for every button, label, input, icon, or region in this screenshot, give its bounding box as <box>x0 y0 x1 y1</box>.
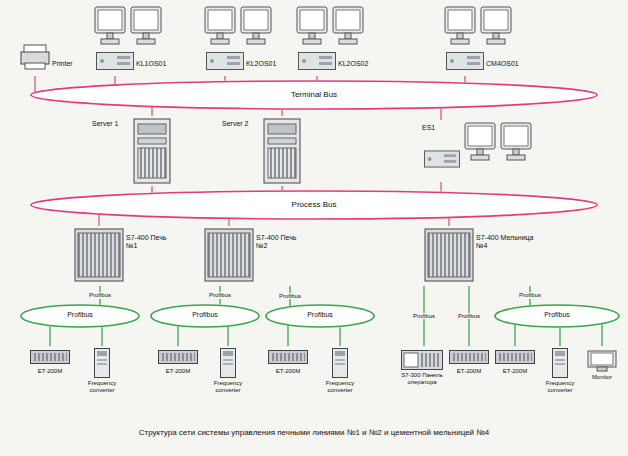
ellipse-outline <box>31 81 597 109</box>
server-node: Server 1 <box>92 116 174 186</box>
node-label: Profibus <box>494 311 620 319</box>
node-label: Monitor <box>584 374 620 381</box>
node-label: Server 2 <box>222 120 262 128</box>
frequency-converter: Frequency converter <box>80 346 124 396</box>
node-label: Profibus <box>265 311 375 319</box>
ellipse-outline <box>21 305 139 327</box>
edge-label: Profibus <box>208 292 232 299</box>
node-label: Frequency converter <box>80 380 124 394</box>
node-label: ES1 <box>422 124 452 132</box>
edge-label: Profibus <box>518 292 542 299</box>
network-link <box>464 76 465 82</box>
profibus-segment: Profibus <box>494 304 620 328</box>
workstation-node: CM4OS01 <box>440 4 524 76</box>
node-label: Terminal Bus <box>30 90 598 99</box>
ellipse-outline <box>495 305 619 327</box>
caption-text: Структура сети системы управления печным… <box>0 428 628 437</box>
node-label: ET-200M <box>28 368 72 375</box>
network-link <box>440 182 441 192</box>
ellipse-outline <box>151 305 259 327</box>
network-link <box>601 324 602 346</box>
network-link <box>34 76 35 92</box>
frequency-converter: Frequency converter <box>318 346 362 396</box>
node-label: ET-200M <box>494 368 536 375</box>
workstation-node: KL1OS01 <box>90 4 174 76</box>
node-label: S7-400 Мельница №4 <box>476 234 538 250</box>
edge-label: Profibus <box>457 313 481 320</box>
network-link <box>339 327 340 346</box>
workstation-node: KL2OS01 <box>200 4 284 76</box>
io-module: ET-200M <box>156 346 200 380</box>
network-link <box>514 325 515 346</box>
server-node: Server 2 <box>222 116 304 186</box>
network-link <box>287 326 288 346</box>
ellipse-outline <box>31 191 597 219</box>
node-label: ET-200M <box>266 368 310 375</box>
frequency-converter: Frequency converter <box>206 346 250 396</box>
node-label: Frequency converter <box>538 380 582 394</box>
plc-node: S7-400 Печь №2 <box>200 226 310 286</box>
node-label: Process Bus <box>30 200 598 209</box>
node-label: Server 1 <box>92 120 132 128</box>
network-link <box>281 186 282 190</box>
node-label: ET-200M <box>448 368 490 375</box>
node-label: Profibus <box>20 311 140 319</box>
io-module: ET-200M <box>494 346 536 380</box>
io-module: ET-200M <box>266 346 310 380</box>
network-link <box>151 186 152 193</box>
terminal-bus: Terminal Bus <box>30 80 598 110</box>
monitor-node: Monitor <box>584 346 620 386</box>
node-label: CM4OS01 <box>486 60 524 68</box>
network-link <box>114 76 115 84</box>
plc-node: S7-400 Печь №1 <box>70 226 180 286</box>
edge-label: Profibus <box>88 292 112 299</box>
network-link <box>177 326 178 346</box>
node-label: Frequency converter <box>318 380 362 394</box>
node-label: Profibus <box>150 311 260 319</box>
operator-panel: S7-300 Панель оператора <box>398 346 446 396</box>
edge-label: Profibus <box>412 313 436 320</box>
node-label: KL2OS01 <box>246 60 284 68</box>
network-link <box>228 219 229 226</box>
edge-label: Profibus <box>278 293 302 300</box>
node-label: S7-300 Панель оператора <box>398 372 446 386</box>
plc-node: S7-400 Мельница №4 <box>420 226 540 286</box>
ellipse-outline <box>266 305 374 327</box>
network-link <box>227 327 228 346</box>
node-label: Printer <box>52 60 86 68</box>
node-label: ET-200M <box>156 368 200 375</box>
network-link <box>224 76 225 81</box>
network-link <box>49 326 50 346</box>
node-label: Frequency converter <box>206 380 250 394</box>
profibus-segment: Profibus <box>150 304 260 328</box>
frequency-converter: Frequency converter <box>538 346 582 396</box>
engineering-station: ES1 <box>420 120 536 182</box>
printer-node: Printer <box>16 42 88 76</box>
profibus-segment: Profibus <box>265 304 375 328</box>
io-module: ET-200M <box>28 346 72 380</box>
network-link <box>559 328 560 346</box>
io-module: ET-200M <box>448 346 490 380</box>
workstation-node: KL2OS02 <box>292 4 376 76</box>
network-link <box>448 218 449 226</box>
network-link <box>440 108 441 120</box>
network-link <box>316 76 317 80</box>
network-link <box>281 110 282 116</box>
node-label: S7-400 Печь №2 <box>256 234 308 250</box>
network-link <box>151 107 152 116</box>
profibus-segment: Profibus <box>20 304 140 328</box>
node-label: KL1OS01 <box>136 60 174 68</box>
process-bus: Process Bus <box>30 190 598 220</box>
network-link <box>98 215 99 226</box>
node-label: S7-400 Печь №1 <box>126 234 178 250</box>
network-link <box>101 327 102 346</box>
node-label: KL2OS02 <box>338 60 376 68</box>
